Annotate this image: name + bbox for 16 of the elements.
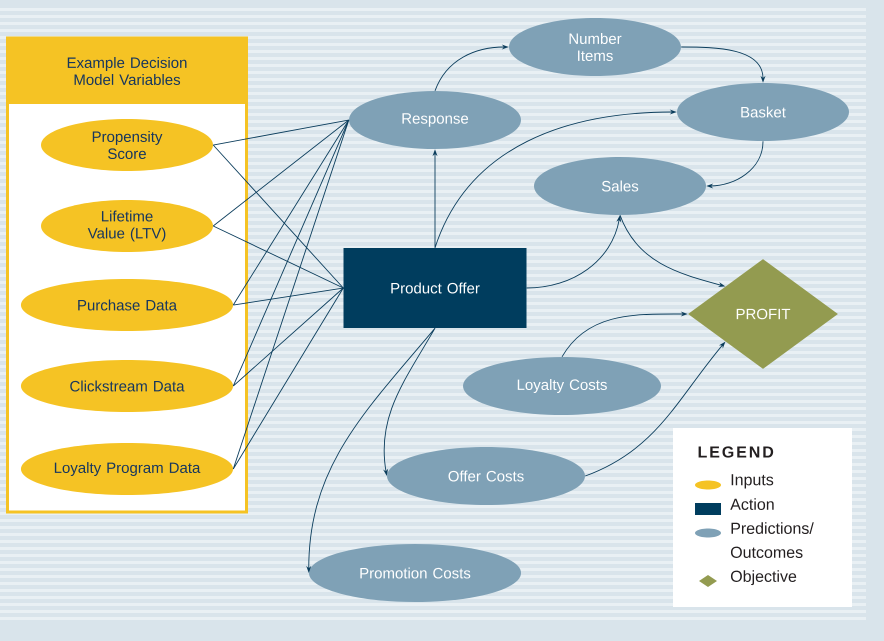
connector <box>212 144 344 288</box>
legend-title: LEGEND <box>698 446 774 458</box>
legend-label: Objective <box>730 570 796 586</box>
connector <box>212 120 350 226</box>
connector <box>232 288 344 386</box>
connector <box>232 120 350 306</box>
legend-label: Inputs <box>732 474 774 489</box>
legend-label: Predictions/ Outcomes <box>730 522 814 558</box>
connector <box>232 288 344 306</box>
connector <box>212 120 350 146</box>
connector <box>232 288 344 470</box>
connector <box>212 226 344 288</box>
legend-label: Action <box>730 498 774 510</box>
connector <box>232 120 350 386</box>
connector <box>232 120 350 470</box>
action-box: Product Offer <box>344 248 526 328</box>
